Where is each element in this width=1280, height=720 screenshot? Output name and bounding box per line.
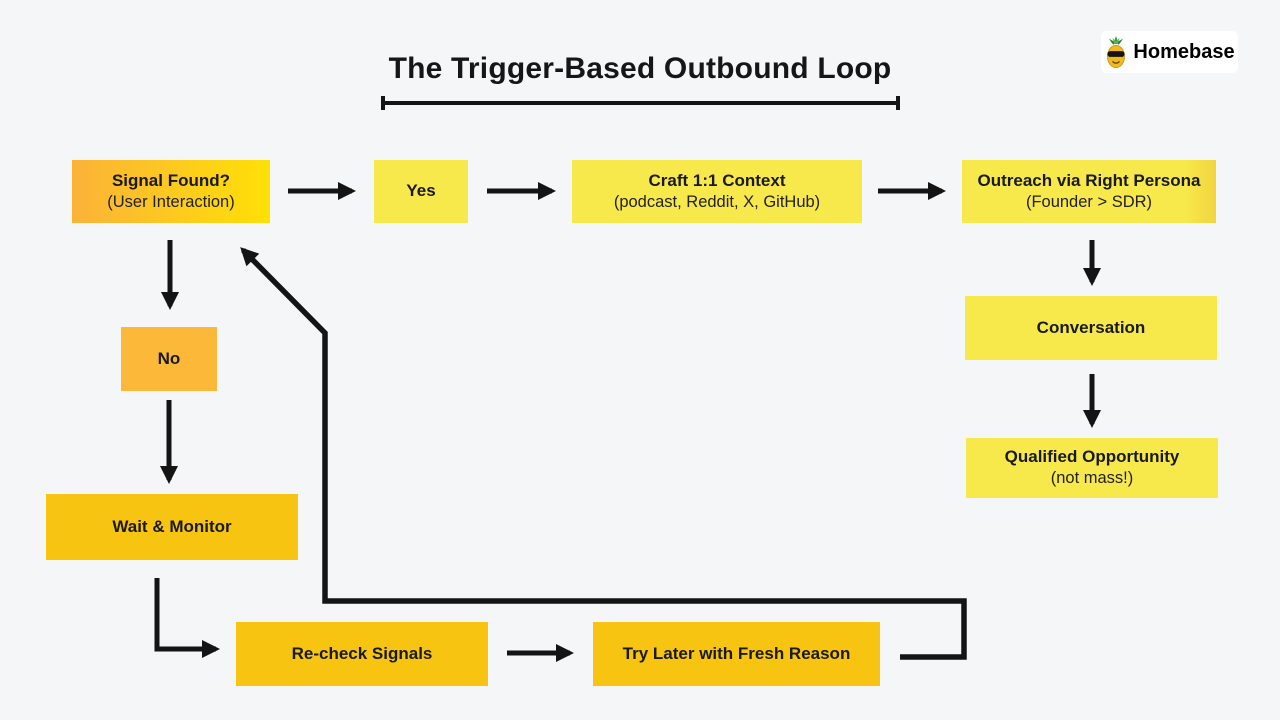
arrow-loop-trylater-to-signal <box>240 247 967 660</box>
node-subtitle: (Founder > SDR) <box>1025 192 1153 211</box>
homebase-logo: Homebase <box>1101 31 1238 73</box>
node-qualified-opportunity: Qualified Opportunity (not mass!) <box>966 438 1218 498</box>
node-recheck-signals: Re-check Signals <box>236 622 488 686</box>
node-title: Try Later with Fresh Reason <box>622 643 851 663</box>
node-signal-found: Signal Found? (User Interaction) <box>72 160 270 223</box>
node-title: Re-check Signals <box>291 643 433 663</box>
arrow-wait-to-recheck <box>154 578 220 658</box>
node-title: Qualified Opportunity <box>1004 447 1180 467</box>
node-title: Outreach via Right Persona <box>977 170 1201 190</box>
node-subtitle: (User Interaction) <box>107 192 235 211</box>
node-title: No <box>157 348 181 368</box>
node-try-later-fresh-reason: Try Later with Fresh Reason <box>593 622 880 686</box>
node-subtitle: (podcast, Reddit, X, GitHub) <box>613 192 821 211</box>
node-conversation: Conversation <box>965 296 1217 360</box>
node-outreach-right-persona: Outreach via Right Persona (Founder > SD… <box>962 160 1216 223</box>
node-yes: Yes <box>374 160 468 223</box>
page-title: The Trigger-Based Outbound Loop <box>388 52 892 85</box>
node-title: Yes <box>406 181 436 201</box>
title-underline-bracket <box>381 96 900 110</box>
node-title: Wait & Monitor <box>112 516 232 536</box>
node-title: Signal Found? <box>111 170 231 190</box>
node-title: Craft 1:1 Context <box>648 170 786 190</box>
node-subtitle: (not mass!) <box>1050 469 1134 488</box>
node-title: Conversation <box>1036 317 1146 337</box>
node-wait-monitor: Wait & Monitor <box>46 494 298 560</box>
node-no: No <box>121 327 217 391</box>
brand-name: Homebase <box>1133 40 1235 63</box>
node-craft-context: Craft 1:1 Context (podcast, Reddit, X, G… <box>572 160 862 223</box>
pineapple-sunglasses-icon <box>1104 35 1128 69</box>
